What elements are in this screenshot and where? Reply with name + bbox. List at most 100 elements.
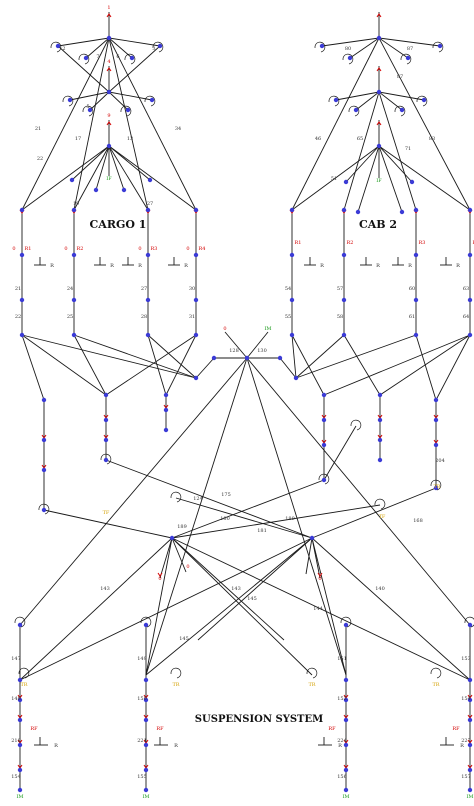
bond-edge (145, 537, 313, 676)
loop-arc (416, 95, 428, 107)
bond-edge (311, 537, 347, 676)
junction-node (145, 297, 151, 303)
bond-edge (291, 334, 297, 379)
edge-label: 143 (100, 586, 110, 592)
edge-label: 24 (67, 286, 73, 292)
loop-arc (170, 667, 182, 679)
junction-node (405, 55, 411, 61)
junction-node (376, 89, 382, 95)
edge-label: 27 (147, 201, 153, 207)
junction-node (19, 252, 25, 258)
bond-edge (343, 91, 380, 211)
port-label: 9 (107, 113, 110, 119)
junction-node (413, 332, 419, 338)
junction-node (399, 107, 405, 113)
junction-node (289, 207, 295, 213)
bond-edge (21, 334, 45, 401)
causal-arrow (106, 121, 112, 126)
bond-edge (108, 37, 149, 211)
port-label: R1 (295, 240, 302, 246)
junction-node (193, 297, 199, 303)
port-label: R (184, 263, 188, 269)
junction-node (467, 252, 473, 258)
bond-edge (108, 145, 149, 211)
edge-label: 149 (137, 656, 147, 662)
edge-label: 168 (413, 518, 423, 524)
junction-node (145, 207, 151, 213)
port-label: R3 (419, 240, 426, 246)
edge-label: 21 (15, 286, 21, 292)
edge-label: 30 (189, 286, 195, 292)
port-label: TF (103, 510, 110, 516)
loop-arc (124, 53, 136, 65)
edge-label: 55 (285, 314, 291, 320)
junction-node (211, 355, 217, 361)
junction-node (41, 467, 47, 473)
bond-edge (378, 37, 471, 211)
port-label: R4 (473, 240, 474, 246)
junction-node (343, 717, 349, 723)
junction-node (377, 457, 383, 463)
loop-arc (120, 105, 132, 117)
edge-label: 6 (116, 54, 119, 60)
port-label: IF (376, 178, 382, 184)
junction-node (321, 392, 327, 398)
bond-edge (378, 37, 441, 47)
bond-edge (19, 537, 313, 681)
junction-node (193, 375, 199, 381)
edge-label: 189 (285, 516, 295, 522)
bond-edge (159, 537, 173, 579)
port-label: 4 (107, 59, 110, 65)
loop-arc (314, 41, 326, 53)
bond-edge (355, 91, 380, 111)
loop-arc (328, 95, 340, 107)
edge-label: 80 (345, 46, 351, 52)
junction-node (93, 187, 99, 193)
bond-edge (71, 145, 110, 181)
port-label: IM (16, 794, 23, 800)
edge-label: 130 (257, 348, 267, 354)
junction-node (413, 207, 419, 213)
junction-node (193, 207, 199, 213)
junction-node (19, 297, 25, 303)
bond-edge (321, 37, 380, 47)
cab-title: CAB 2 (359, 218, 397, 231)
junction-node (17, 767, 23, 773)
junction-node (103, 437, 109, 443)
loop-arc (394, 105, 406, 117)
port-label: R (110, 263, 114, 269)
bond-edge (197, 537, 313, 641)
port-label: R3 (151, 246, 158, 252)
loop-arc (464, 616, 474, 628)
edge-label: 204 (435, 458, 445, 464)
edge-label: 147 (11, 656, 21, 662)
edge-label: 143 (231, 586, 241, 592)
port-label: RF (156, 726, 164, 732)
bond-edge (323, 425, 357, 481)
loop-arc (18, 667, 30, 679)
junction-node (121, 187, 127, 193)
junction-node (143, 787, 149, 793)
port-label: R1 (25, 246, 32, 252)
port-label: R4 (199, 246, 206, 252)
edge-label: 156 (337, 774, 347, 780)
loop-arc (342, 53, 354, 65)
loop-arc (306, 667, 318, 679)
edge-label: 46 (315, 136, 321, 142)
junction-node (343, 179, 349, 185)
junction-node (193, 332, 199, 338)
edge-label: 154 (461, 696, 471, 702)
connections (14, 12, 474, 790)
junction-node (103, 457, 109, 463)
loop-arc (62, 95, 74, 107)
junction-node (87, 107, 93, 113)
junction-node (437, 43, 443, 49)
edge-label: 124 (193, 496, 203, 502)
bond-edge (295, 334, 345, 379)
junctions (17, 35, 473, 793)
edge-label: 221 (137, 738, 147, 744)
port-label: R (338, 743, 342, 749)
junction-node (163, 427, 169, 433)
bond-edge (108, 45, 161, 93)
bond-edge (147, 334, 167, 396)
